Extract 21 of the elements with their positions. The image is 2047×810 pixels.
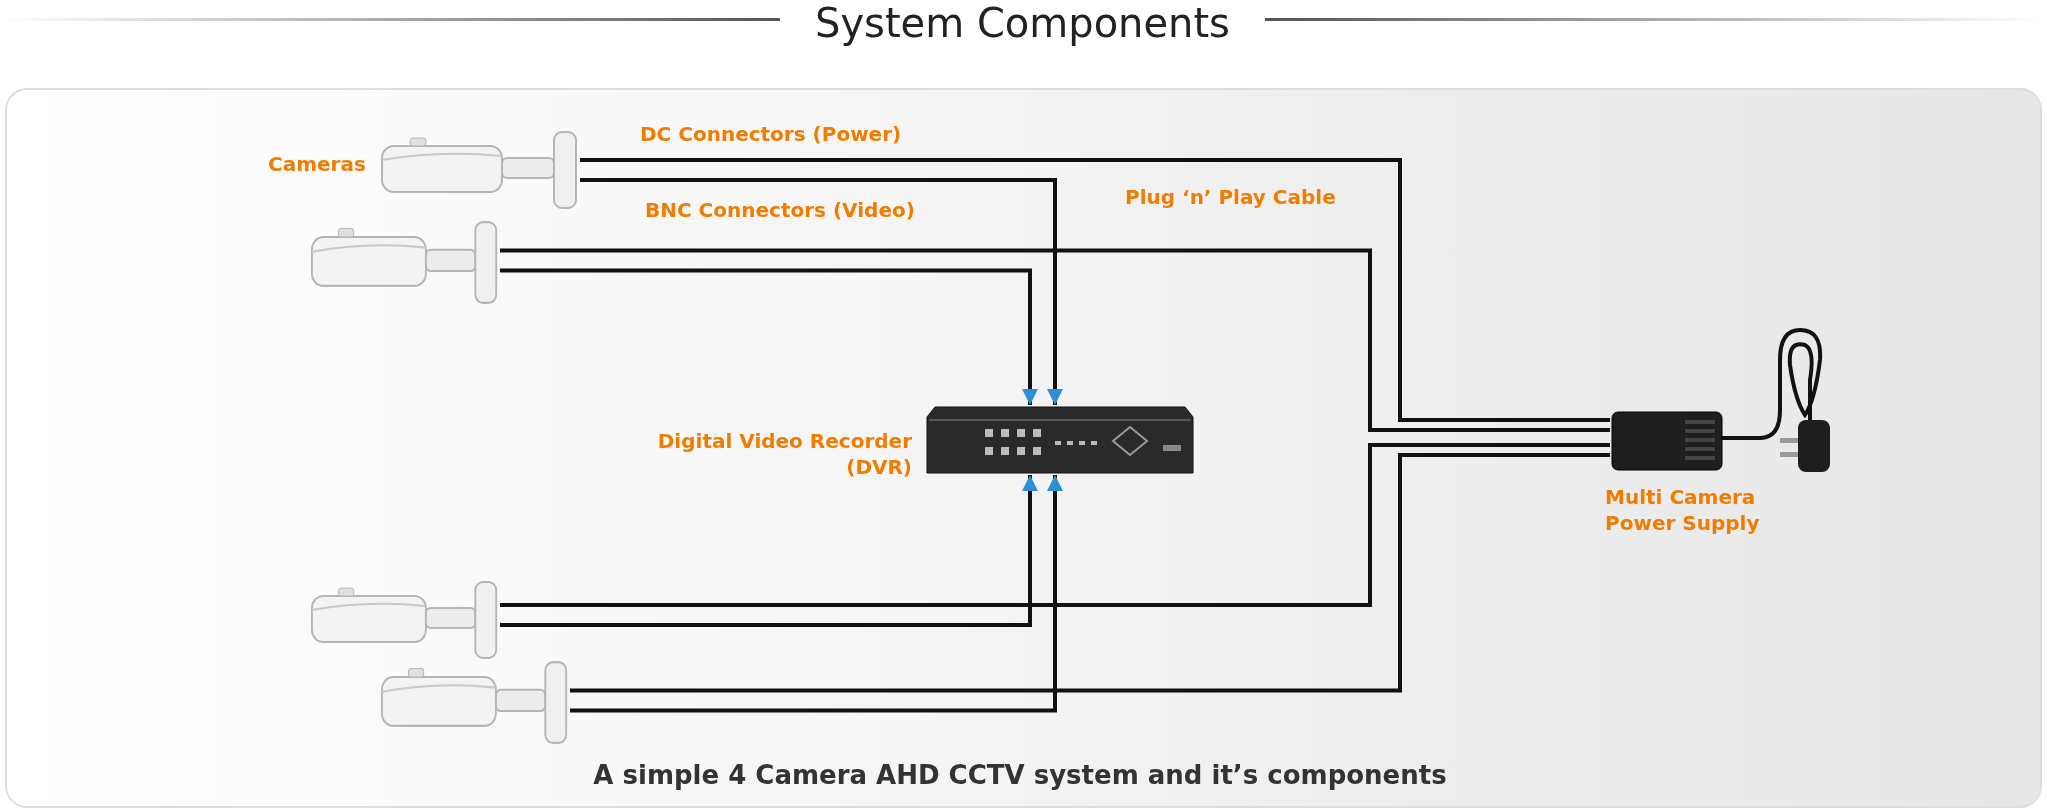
cable — [570, 453, 1610, 693]
component-label: Multi Camera Power Supply — [1605, 484, 1761, 536]
cable — [500, 443, 1610, 607]
callout-label: Plug ‘n’ Play Cable — [1125, 185, 1336, 209]
dvr-drawing — [925, 405, 1195, 475]
cable — [580, 158, 1610, 422]
camera-drawing — [380, 130, 580, 210]
cable — [500, 268, 1038, 405]
cable — [580, 178, 1063, 405]
camera-drawing — [380, 660, 570, 745]
cable — [500, 475, 1038, 627]
camera-drawing — [310, 220, 500, 305]
callout-label: DC Connectors (Power) — [640, 122, 902, 146]
callout-label: BNC Connectors (Video) — [645, 198, 915, 222]
caption: A simple 4 Camera AHD CCTV system and it’s components — [592, 760, 1448, 790]
title: System Components — [814, 0, 1231, 46]
callout-label: Cameras — [268, 152, 366, 176]
cable — [500, 248, 1610, 432]
cable — [570, 475, 1063, 713]
component-label: Digital Video Recorder (DVR) — [656, 428, 912, 480]
camera-drawing — [310, 580, 500, 660]
